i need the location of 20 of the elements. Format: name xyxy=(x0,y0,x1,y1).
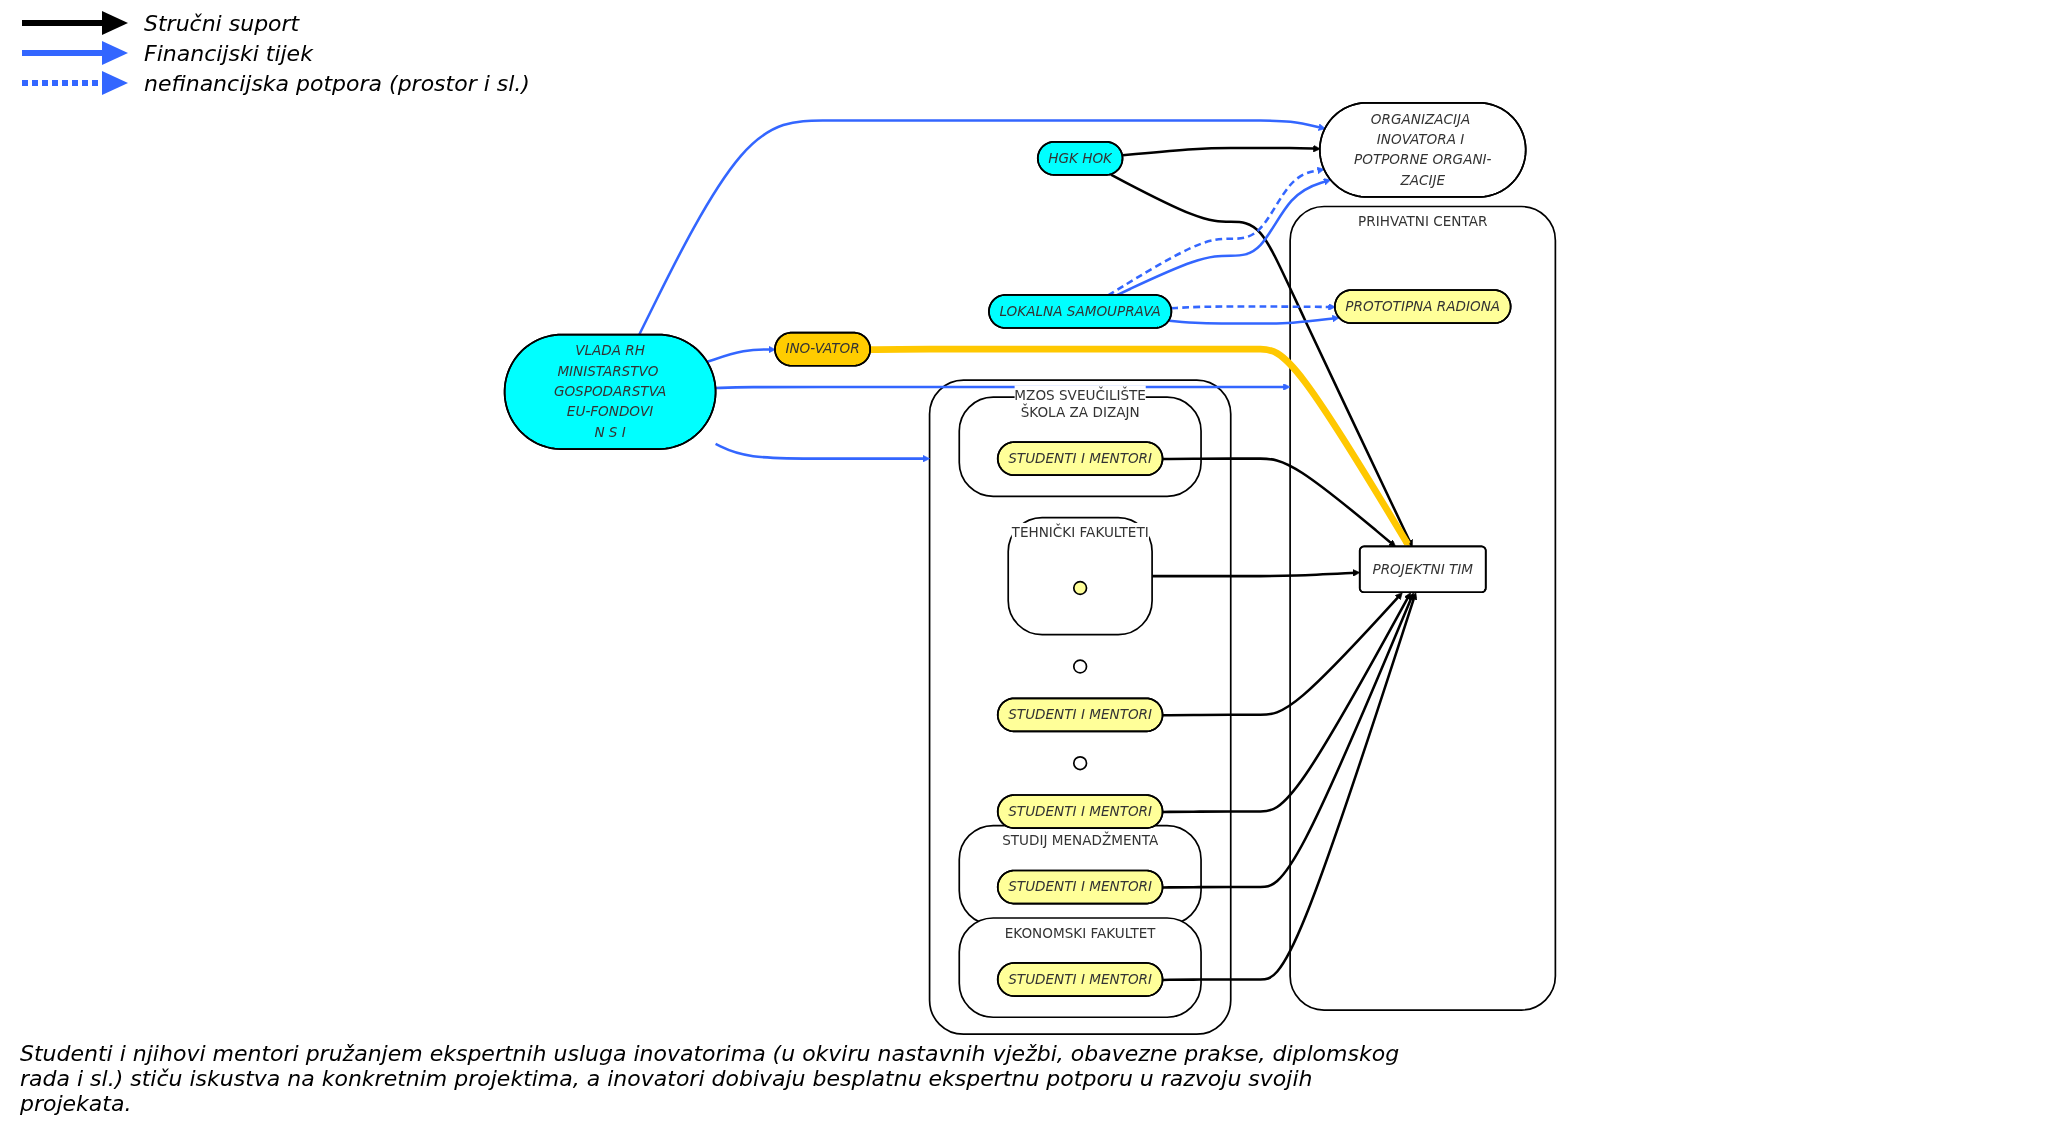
caption: Studenti i njihovi mentori pružanjem ekspertnih usluga inovatorima (u okviru nastavnih vježbi, obavezne prakse, diplomskog rada i sl.) stiču iskustva na konkretnim projektima, a inovatori dobivaju besplatnu ekspertnu potporu u razvoju svojih projekata. xyxy=(20,1041,1401,1116)
arrow xyxy=(706,345,776,363)
arrow xyxy=(1162,592,1415,889)
arrow xyxy=(1162,592,1418,982)
arrow xyxy=(637,119,1326,336)
cluster: TEHNIČKI FAKULTETI xyxy=(1007,516,1153,636)
arrow xyxy=(1171,303,1336,311)
arrow xyxy=(1162,457,1397,548)
arrow xyxy=(1162,592,1403,717)
arrow xyxy=(1169,314,1340,325)
arrow xyxy=(870,345,1411,548)
arrow xyxy=(715,442,930,463)
legend-text: Stručni suport xyxy=(144,10,300,36)
node-circle xyxy=(1072,580,1088,596)
legend-text: Financijski tijek xyxy=(144,40,313,66)
arrow xyxy=(1162,592,1411,814)
legend-text: nefinancijska potpora (prostor i sl.) xyxy=(144,70,530,96)
arrow xyxy=(1110,173,1413,548)
node-circle xyxy=(1072,659,1088,674)
node-circle xyxy=(1072,755,1088,771)
